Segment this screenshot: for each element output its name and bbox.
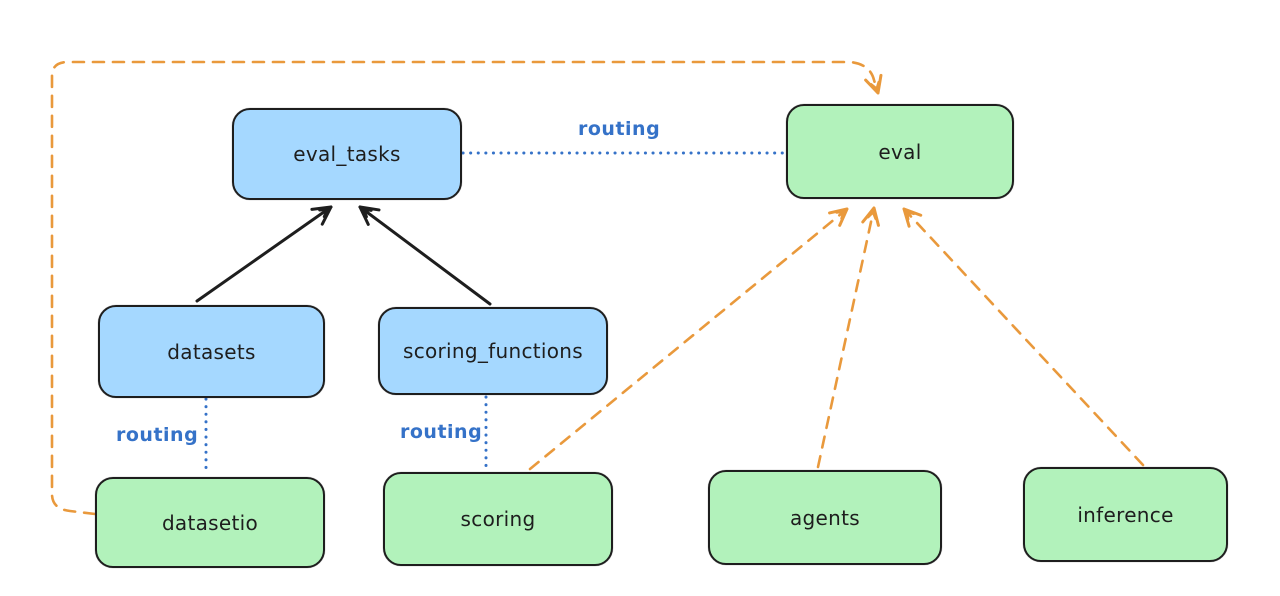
node-eval-tasks: eval_tasks — [232, 108, 462, 200]
node-scoring-functions: scoring_functions — [378, 307, 608, 395]
edge-label-routing-datasets-datasetio: routing — [116, 424, 199, 446]
edge-scoring-to-eval — [528, 207, 849, 471]
node-datasetio-label: datasetio — [161, 510, 259, 535]
edge-scoring-functions-to-eval-tasks — [358, 205, 492, 306]
node-agents-label: agents — [790, 505, 860, 530]
edge-label-routing-eval-tasks-eval: routing — [578, 118, 661, 140]
edge-inference-to-eval — [902, 207, 1145, 467]
edge-agents-to-eval — [816, 206, 880, 469]
edge-datasetio-to-eval-loop — [50, 60, 883, 516]
node-datasetio: datasetio — [95, 477, 325, 568]
node-inference: inference — [1023, 467, 1228, 562]
node-eval-tasks-label: eval_tasks — [293, 142, 401, 166]
node-datasets: datasets — [98, 305, 325, 398]
node-datasets-label: datasets — [167, 339, 256, 364]
node-scoring-functions-label: scoring_functions — [402, 339, 584, 363]
edge-datasets-to-eval-tasks — [195, 205, 333, 303]
node-agents: agents — [708, 470, 942, 565]
node-inference-label: inference — [1077, 502, 1174, 527]
node-scoring: scoring — [383, 472, 613, 566]
edge-label-routing-scoring-functions-scoring: routing — [400, 421, 483, 443]
node-eval: eval — [786, 104, 1014, 199]
node-scoring-label: scoring — [460, 507, 536, 531]
node-eval-label: eval — [878, 139, 922, 164]
